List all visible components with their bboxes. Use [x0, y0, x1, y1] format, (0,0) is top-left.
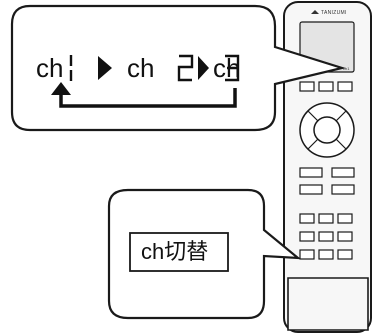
ch-switch-label-frame — [129, 232, 229, 272]
remote-button[interactable] — [337, 213, 353, 224]
channel-2-prefix: ch — [127, 53, 155, 83]
channel-1-prefix: ch — [36, 53, 64, 83]
remote-brand-label: TANIZUMI — [321, 10, 347, 16]
callout-top-bubble — [10, 4, 347, 132]
remote-button[interactable] — [318, 231, 334, 242]
remote-control — [283, 1, 372, 333]
seven-segment-3-icon — [225, 54, 240, 82]
remote-button[interactable] — [318, 249, 334, 260]
remote-button[interactable] — [299, 184, 323, 195]
remote-button[interactable] — [299, 213, 315, 224]
remote-button[interactable] — [331, 184, 355, 195]
remote-button[interactable] — [331, 167, 355, 178]
channel-3-prefix: ch — [213, 53, 241, 83]
remote-button[interactable] — [337, 249, 353, 260]
remote-button[interactable] — [337, 81, 353, 92]
ch-switch-button[interactable] — [299, 249, 315, 260]
brand-logo-icon — [311, 10, 319, 14]
ch-switch-button-label: ch切替 — [141, 239, 209, 264]
remote-button[interactable] — [299, 167, 323, 178]
remote-lcd-channel: ch1 — [343, 66, 350, 71]
remote-bottom-flap — [287, 277, 369, 331]
remote-button[interactable] — [318, 213, 334, 224]
seven-segment-2-icon — [177, 54, 194, 82]
remote-button[interactable] — [299, 231, 315, 242]
remote-dpad[interactable] — [299, 102, 355, 158]
right-triangle-arrow-icon — [198, 56, 209, 80]
right-triangle-arrow-icon — [98, 56, 112, 80]
remote-button[interactable] — [318, 81, 334, 92]
remote-button[interactable] — [337, 231, 353, 242]
remote-button[interactable] — [299, 81, 315, 92]
loop-back-arrow-icon — [51, 82, 237, 108]
